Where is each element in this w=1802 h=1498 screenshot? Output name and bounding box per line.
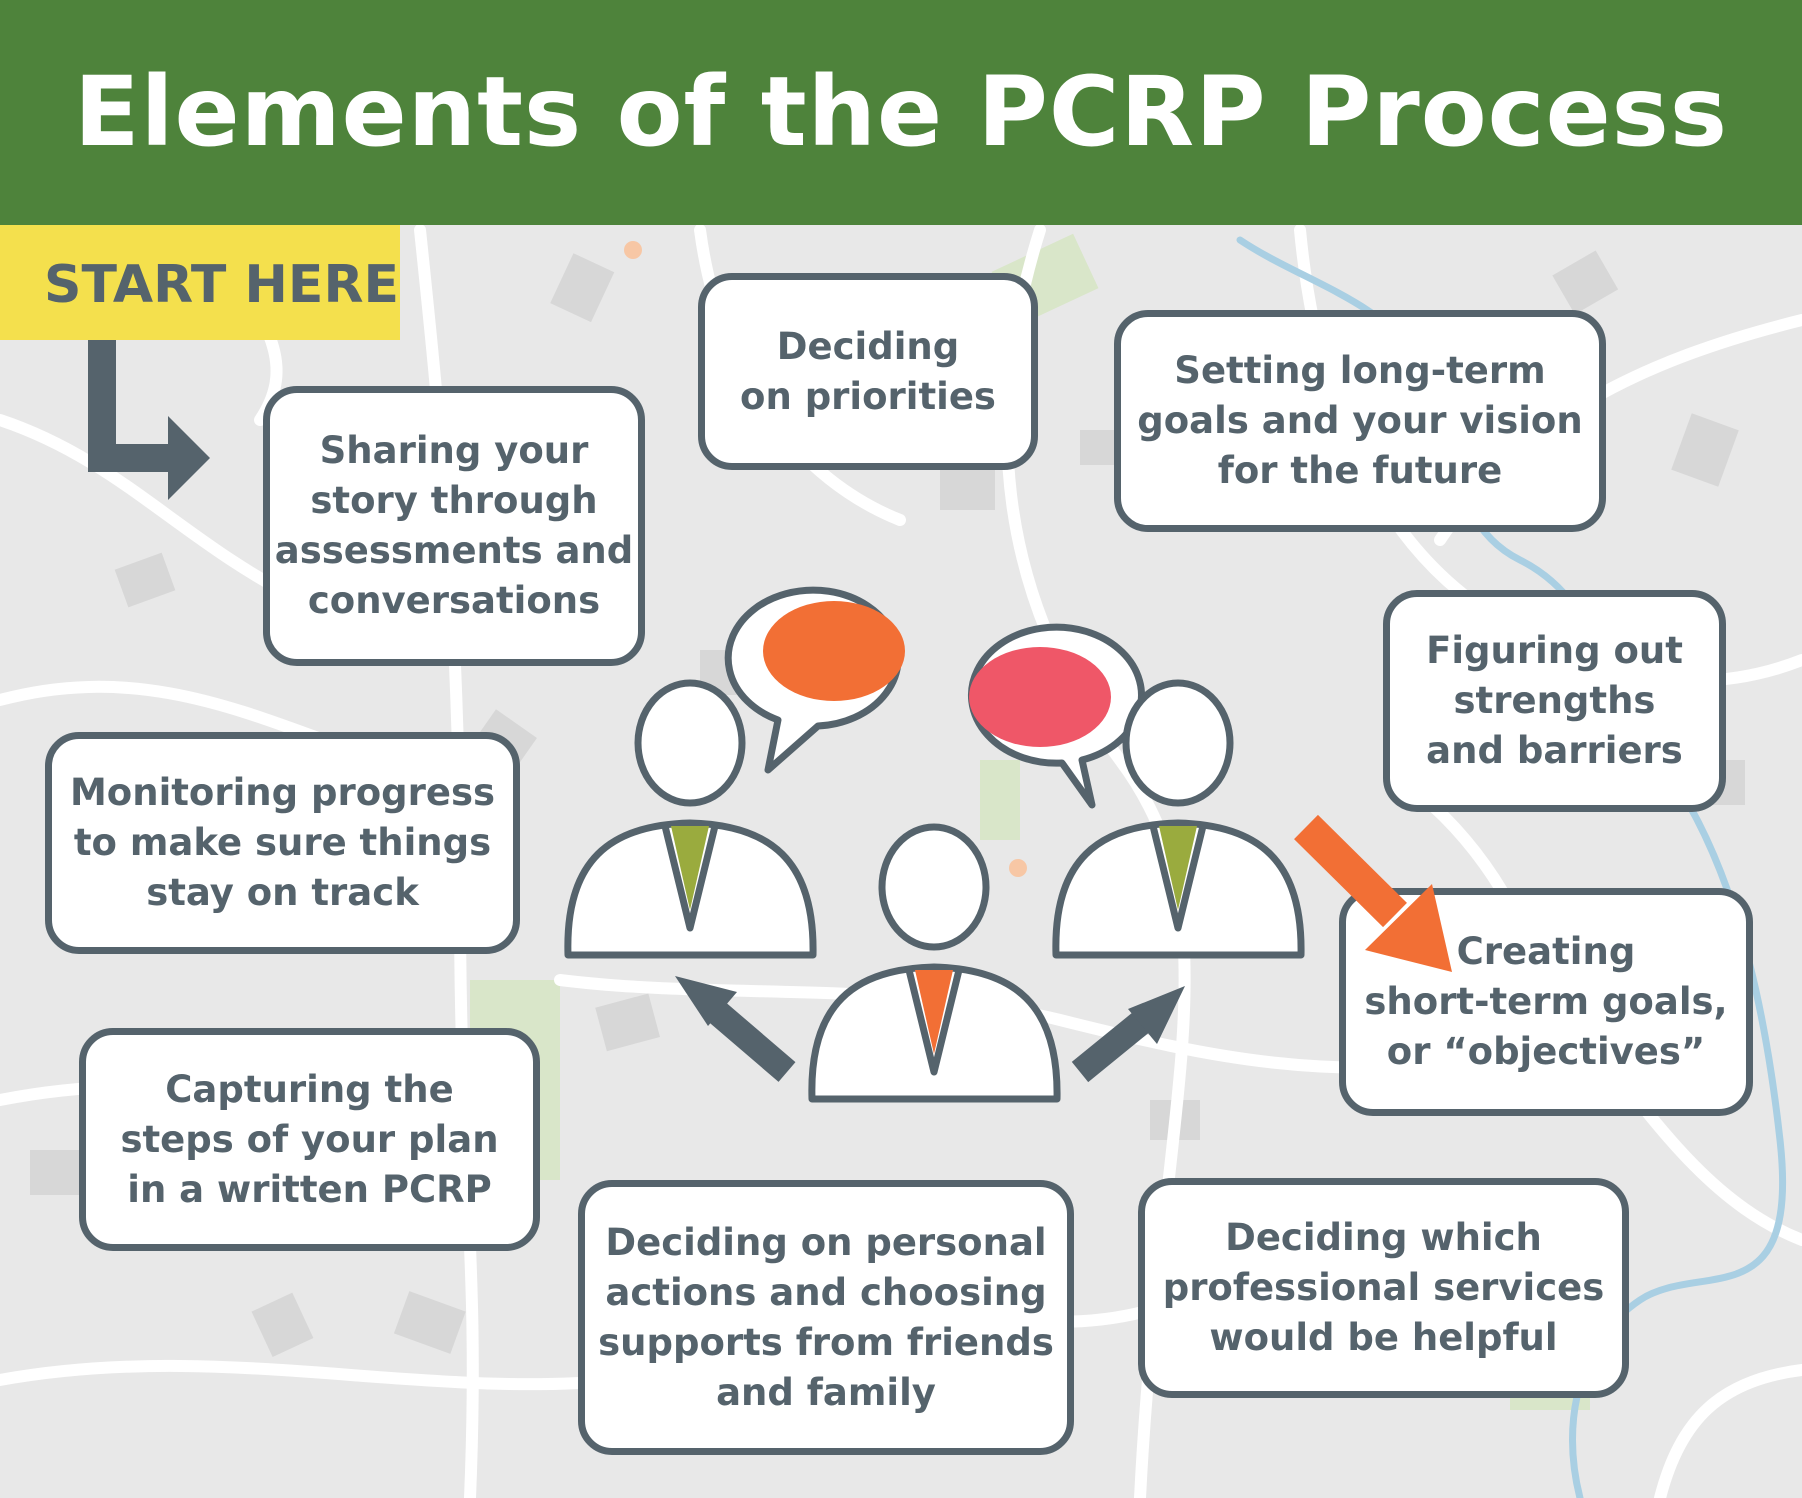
step-label: Monitoring progress to make sure things … (69, 771, 496, 914)
start-here-text: START HERE (44, 255, 400, 315)
step-label: Deciding which professional services wou… (1162, 1216, 1605, 1359)
step-monitoring-progress: Monitoring progress to make sure things … (45, 732, 520, 954)
step-sharing-your-story: Sharing your story through assessments a… (263, 386, 645, 666)
page-title: Elements of the PCRP Process (74, 56, 1728, 168)
step-label: Capturing the steps of your plan in a wr… (120, 1067, 499, 1211)
step-long-term-goals: Setting long-term goals and your vision … (1114, 310, 1606, 532)
step-professional-services: Deciding which professional services wou… (1138, 1178, 1629, 1398)
step-short-term-goals: Creating short-term goals, or “objective… (1339, 888, 1753, 1116)
step-label: Figuring out strengths and barriers (1426, 629, 1683, 772)
start-here-label: START HERE (0, 225, 400, 340)
step-strengths-barriers: Figuring out strengths and barriers (1383, 590, 1726, 812)
step-label: Sharing your story through assessments a… (274, 429, 634, 622)
header-banner: Elements of the PCRP Process (0, 0, 1802, 225)
step-label: Deciding on priorities (740, 324, 996, 418)
step-deciding-priorities: Deciding on priorities (698, 273, 1038, 470)
step-label: Creating short-term goals, or “objective… (1364, 930, 1728, 1073)
step-personal-actions: Deciding on personal actions and choosin… (578, 1180, 1074, 1455)
step-written-pcrp: Capturing the steps of your plan in a wr… (79, 1028, 540, 1251)
step-label: Setting long-term goals and your vision … (1137, 349, 1583, 492)
step-label: Deciding on personal actions and choosin… (598, 1220, 1054, 1414)
